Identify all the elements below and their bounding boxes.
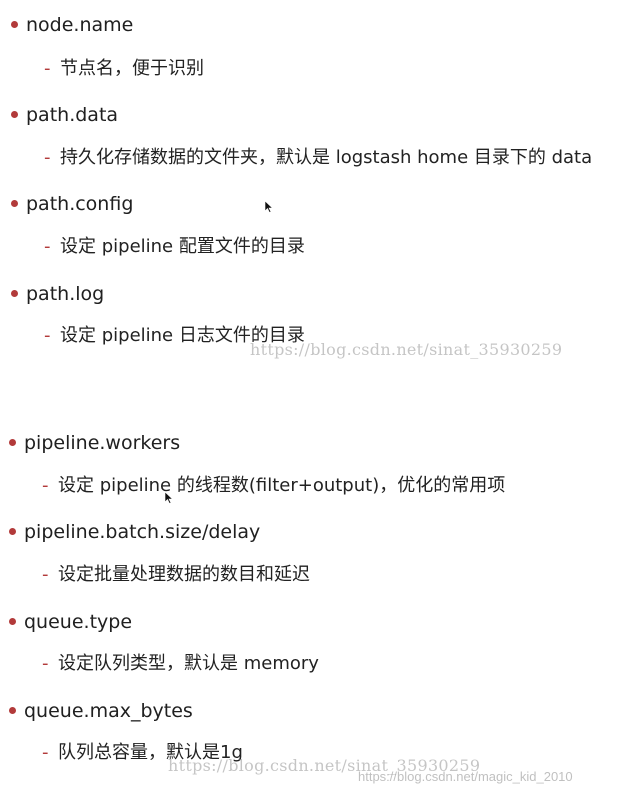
setting-key: queue.type <box>24 611 133 633</box>
list-item-queue-max-bytes: queue.max_bytes <box>0 696 623 732</box>
description-text: 队列总容量，默认是1g <box>58 742 243 763</box>
description-text: 设定队列类型，默认是 memory <box>58 653 319 674</box>
bullet-dot-icon <box>9 439 16 446</box>
setting-key: queue.max_bytes <box>24 700 193 722</box>
description-text: 节点名，便于识别 <box>60 58 204 79</box>
watermark-text-small: https://blog.csdn.net/magic_kid_2010 <box>358 769 573 784</box>
setting-key: node.name <box>26 14 134 36</box>
list-item-node-name: node.name <box>0 10 623 46</box>
bullet-dot-icon <box>11 200 18 207</box>
watermark-text: https://blog.csdn.net/sinat_35930259 <box>250 340 563 359</box>
bullet-dot-icon <box>11 290 18 297</box>
dash-marker: - <box>44 147 51 168</box>
setting-key: pipeline.workers <box>24 432 181 454</box>
bullet-dot-icon <box>11 111 18 118</box>
setting-key: pipeline.batch.size/delay <box>24 521 261 543</box>
watermark-text: https://blog.csdn.net/sinat_35930259 <box>168 756 481 775</box>
list-item-pipeline-workers: pipeline.workers <box>0 428 623 464</box>
list-item-queue-type: queue.type <box>0 607 623 643</box>
bullet-dot-icon <box>9 618 16 625</box>
dash-marker: - <box>44 325 51 346</box>
mouse-cursor-icon <box>265 201 273 213</box>
dash-marker: - <box>42 653 49 674</box>
mouse-cursor-icon <box>165 492 173 504</box>
dash-marker: - <box>42 742 49 763</box>
bullet-dot-icon <box>9 528 16 535</box>
list-item-pipeline-batch: pipeline.batch.size/delay <box>0 517 623 553</box>
list-item-path-config: path.config <box>0 189 623 225</box>
setting-key: path.log <box>26 283 105 305</box>
description-text: 持久化存储数据的文件夹，默认是 logstash home 目录下的 data <box>60 147 593 168</box>
description-text: 设定 pipeline 配置文件的目录 <box>60 236 305 257</box>
setting-key: path.config <box>26 193 134 215</box>
description-text: 设定 pipeline 日志文件的目录 <box>60 325 305 346</box>
description-text: 设定 pipeline 的线程数(filter+output)，优化的常用项 <box>58 475 506 496</box>
dash-marker: - <box>44 58 51 79</box>
setting-key: path.data <box>26 104 119 126</box>
dash-marker: - <box>44 236 51 257</box>
list-item-path-data: path.data <box>0 100 623 136</box>
dash-marker: - <box>42 475 49 496</box>
bullet-dot-icon <box>9 707 16 714</box>
bullet-dot-icon <box>11 21 18 28</box>
list-item-path-log: path.log <box>0 279 623 315</box>
description-text: 设定批量处理数据的数目和延迟 <box>58 564 310 585</box>
dash-marker: - <box>42 564 49 585</box>
